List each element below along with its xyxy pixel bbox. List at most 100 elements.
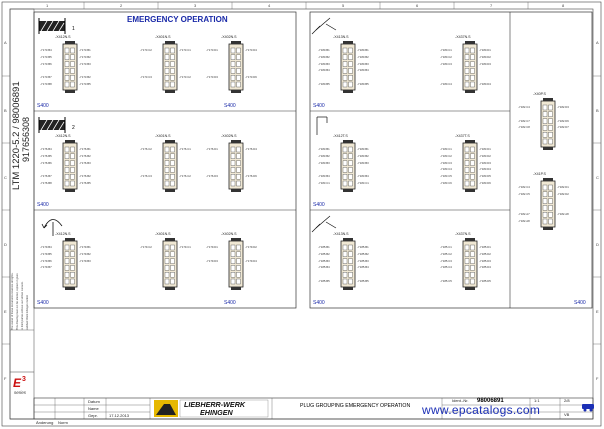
- connector-pin-cell: [70, 47, 75, 54]
- panel-right: [309, 11, 593, 309]
- pin-label-left: -Y183.B4: [318, 174, 330, 179]
- connector-id: -X402N.S: [221, 35, 237, 39]
- tb-date: 17.12.2013: [109, 413, 130, 418]
- connector-bottom-cap-q1a: [343, 90, 353, 93]
- connector-top-cap-p2c: [231, 140, 241, 143]
- pin-label-right: -Y176.B3: [79, 160, 91, 165]
- pin-label-right: -Y180.B1: [357, 48, 369, 52]
- pin-label-right: -Y179.C1: [179, 245, 191, 249]
- connector-pin-cell: [170, 258, 175, 264]
- connector-pin-cell: [542, 191, 548, 197]
- connector-pin-cell: [64, 160, 70, 166]
- pin-label-left: -Y180.C3: [440, 61, 452, 66]
- connector-pin-cell: [230, 265, 236, 271]
- connector-pin-cell: [464, 160, 470, 166]
- connector-pin-cell: [64, 180, 70, 187]
- pin-label-left: -Y179.B7: [40, 265, 52, 270]
- tb-label-datum: Datum: [88, 399, 100, 404]
- connector-pin-cell: [164, 244, 170, 251]
- connector-pin-cell: [464, 61, 470, 67]
- tb-label-gepr: Gepr.: [88, 413, 98, 418]
- connector-pin-cell: [542, 212, 548, 218]
- connector-pin-cell: [542, 125, 548, 131]
- connector-pin-cell: [464, 75, 470, 81]
- connector-pin-cell: [348, 278, 353, 285]
- connector-pin-cell: [464, 167, 470, 173]
- connector-pin-cell: [170, 68, 175, 74]
- connector-pin-cell: [164, 146, 170, 153]
- row-letter-c: C: [4, 175, 7, 180]
- connector-id: -X412N.S: [55, 35, 71, 39]
- connector-pin-cell: [70, 272, 75, 278]
- connector-pin-cell: [236, 265, 241, 271]
- s400-label: S400: [37, 103, 49, 109]
- connector-id: -X437N.S: [455, 232, 471, 236]
- s400-label: S400: [313, 103, 325, 109]
- connector-pin-cell: [164, 47, 170, 54]
- connector-pin-cell: [342, 258, 348, 264]
- pin-label-left: -Y180.B4: [318, 68, 330, 73]
- connector-pin-cell: [230, 180, 236, 187]
- connector-pin-cell: [170, 167, 175, 173]
- connector-pin-cell: [230, 54, 236, 60]
- connector-pin-cell: [164, 153, 170, 159]
- connector-pin-cell: [230, 75, 236, 81]
- pin-label-left: -Y176.C2: [140, 147, 152, 151]
- pin-label-left: -Y180.C1: [440, 48, 452, 52]
- connector-pin-cell: [470, 153, 475, 159]
- pin-label-right: -Y173.B2: [79, 54, 91, 59]
- pin-label-left: -Y182.C4: [518, 105, 530, 109]
- pin-label-right: -Y182.D1: [557, 185, 569, 189]
- connector-pin-cell: [548, 218, 553, 225]
- company-name-line2: EHINGEN: [200, 408, 233, 417]
- connector-pin-cell: [170, 272, 175, 278]
- connector-pin-cell: [70, 244, 75, 251]
- connector-pin-cell: [542, 198, 548, 204]
- connector-pin-cell: [236, 272, 241, 278]
- connector-pin-cell: [342, 75, 348, 81]
- pin-label-right: -Y185.D3: [479, 258, 491, 263]
- connector-pin-cell: [230, 81, 236, 88]
- connector-pin-cell: [64, 167, 70, 173]
- connector-pin-cell: [170, 75, 175, 81]
- pin-label-right: -Y176.D6: [245, 174, 257, 179]
- s400-label: S400: [313, 300, 325, 306]
- connector-id: -X41P.S: [533, 172, 546, 176]
- connector-pin-cell: [470, 146, 475, 153]
- connector-pin-cell: [164, 167, 170, 173]
- s400-label: S400: [37, 300, 49, 306]
- rotation-symbol: [41, 219, 63, 236]
- tb-label-norm: Norm: [58, 420, 68, 425]
- row-letter-a-right: A: [596, 40, 599, 45]
- connector-top-cap-p2a: [65, 140, 75, 143]
- connector-bottom-cap-r1: [543, 147, 553, 150]
- connector-pin-cell: [64, 272, 70, 278]
- connector-pin-cell: [348, 75, 353, 81]
- connector-pin-cell: [236, 160, 241, 166]
- connector-pin-cell: [236, 68, 241, 74]
- connector-pin-cell: [342, 146, 348, 153]
- row-letter-c-right: C: [596, 175, 599, 180]
- connector-pin-cell: [64, 47, 70, 54]
- pin-label-left: -Y176.B5: [40, 153, 52, 158]
- connector-pin-cell: [470, 167, 475, 173]
- connector-bottom-cap-p3a: [65, 287, 75, 290]
- sub-number: 917656308: [21, 116, 31, 162]
- connector-pin-cell: [236, 75, 241, 81]
- pin-label-right: -Y185.B1: [357, 245, 369, 249]
- pin-label-left: -Y185.C4: [440, 265, 452, 270]
- left-margin-strip: [9, 8, 35, 420]
- connector-id: -X402N.S: [221, 134, 237, 138]
- connector-top-cap-p1b: [165, 41, 175, 44]
- inner-frame: [9, 8, 594, 420]
- connector-pin-cell: [464, 251, 470, 257]
- section-2-symbol: [38, 117, 66, 133]
- connector-pin-cell: [70, 167, 75, 173]
- connector-pin-cell: [164, 272, 170, 278]
- pin-label-left: -Y173.D1: [206, 48, 218, 52]
- connector-pin-cell: [70, 54, 75, 60]
- connector-layer: [62, 41, 556, 290]
- pin-label-right: -Y179.D4: [245, 258, 257, 263]
- pin-label-right: -Y173.D6: [245, 75, 257, 80]
